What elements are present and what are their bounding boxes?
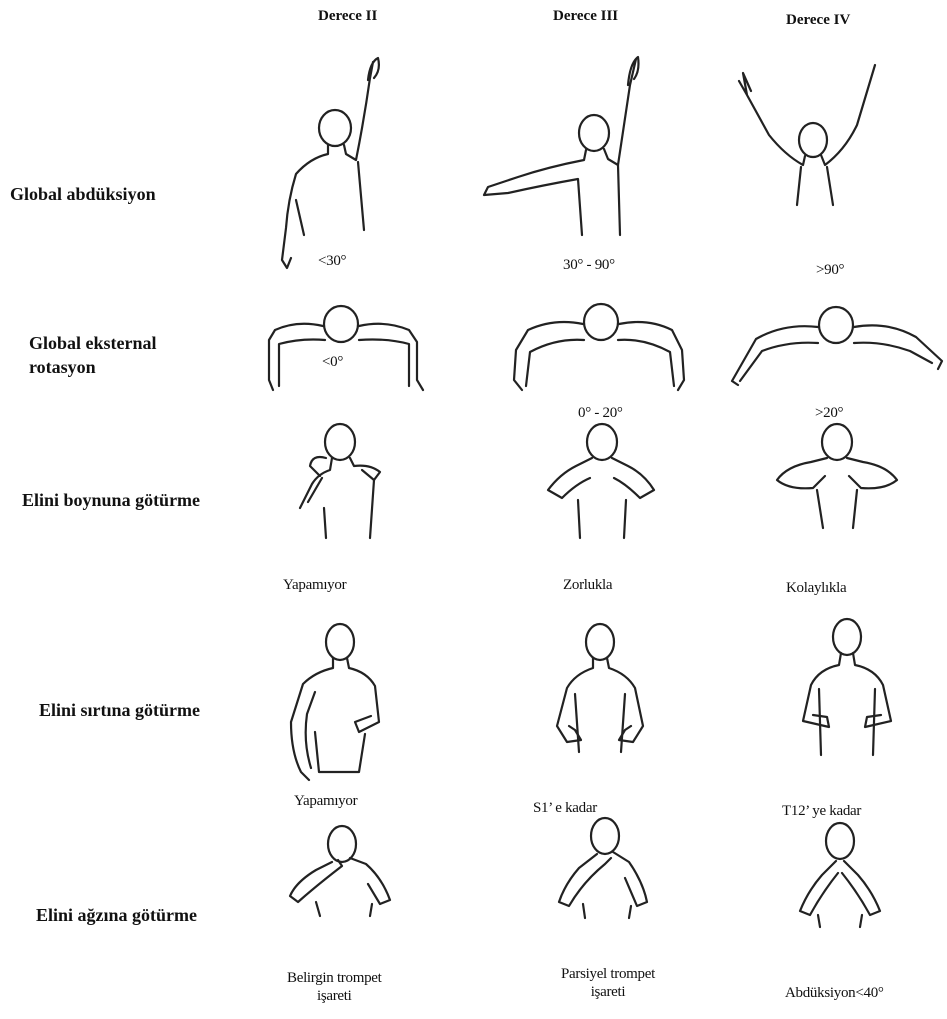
external-rotation-0-20-icon bbox=[508, 300, 693, 395]
caption-line: işareti bbox=[561, 983, 655, 1001]
hand-to-neck-easy-icon bbox=[773, 418, 903, 533]
abduction-gt90-icon bbox=[735, 55, 885, 210]
row-label-global-abduksiyon: Global abdüksiyon bbox=[10, 182, 156, 206]
caption-abduction-derece-ii: <30° bbox=[318, 252, 346, 270]
caption-mouth-derece-iv: Abdüksiyon<40° bbox=[785, 984, 884, 1002]
caption-rotation-derece-ii: <0° bbox=[322, 353, 343, 371]
column-header-derece-iii: Derece III bbox=[553, 8, 618, 25]
caption-mouth-derece-iii: Parsiyel trompet işareti bbox=[561, 965, 655, 1001]
hand-to-back-t12-icon bbox=[793, 615, 903, 765]
row-label-elini-agzina: Elini ağzına götürme bbox=[36, 903, 197, 927]
column-header-derece-iv: Derece IV bbox=[786, 12, 850, 29]
hand-to-mouth-partial-trumpet-icon bbox=[555, 812, 655, 922]
caption-rotation-derece-iv: >20° bbox=[815, 404, 843, 422]
caption-neck-derece-iii: Zorlukla bbox=[563, 576, 612, 594]
hand-to-back-unable-icon bbox=[285, 622, 395, 782]
row-label-line: Global eksternal bbox=[29, 331, 157, 355]
row-label-global-eksternal-rotasyon: Global eksternal rotasyon bbox=[29, 331, 157, 379]
hand-to-neck-difficult-icon bbox=[536, 418, 666, 543]
caption-mouth-derece-ii: Belirgin trompet işareti bbox=[287, 969, 382, 1005]
caption-back-derece-iv: T12’ ye kadar bbox=[782, 802, 861, 820]
abduction-lt30-icon bbox=[278, 50, 388, 275]
caption-back-derece-iii: S1’ e kadar bbox=[533, 799, 597, 817]
abduction-30-90-icon bbox=[478, 45, 648, 245]
hand-to-back-s1-icon bbox=[545, 622, 655, 762]
row-label-elini-sirtina: Elini sırtına götürme bbox=[39, 698, 200, 722]
caption-line: Parsiyel trompet bbox=[561, 965, 655, 983]
hand-to-mouth-abduction-icon bbox=[790, 817, 890, 932]
row-label-line: rotasyon bbox=[29, 355, 157, 379]
hand-to-mouth-marked-trumpet-icon bbox=[286, 820, 396, 920]
caption-rotation-derece-iii: 0° - 20° bbox=[578, 404, 623, 422]
caption-line: işareti bbox=[287, 987, 382, 1005]
caption-line: Belirgin trompet bbox=[287, 969, 382, 987]
caption-neck-derece-iv: Kolaylıkla bbox=[786, 579, 846, 597]
caption-abduction-derece-iv: >90° bbox=[816, 261, 844, 279]
caption-neck-derece-ii: Yapamıyor bbox=[283, 576, 346, 594]
external-rotation-lt0-icon bbox=[263, 300, 433, 395]
row-label-elini-boynuna: Elini boynuna götürme bbox=[22, 488, 200, 512]
hand-to-neck-unable-icon bbox=[278, 418, 408, 543]
external-rotation-gt20-icon bbox=[728, 303, 947, 393]
caption-back-derece-ii: Yapamıyor bbox=[294, 792, 357, 810]
column-header-derece-ii: Derece II bbox=[318, 8, 377, 25]
caption-abduction-derece-iii: 30° - 90° bbox=[563, 256, 615, 274]
